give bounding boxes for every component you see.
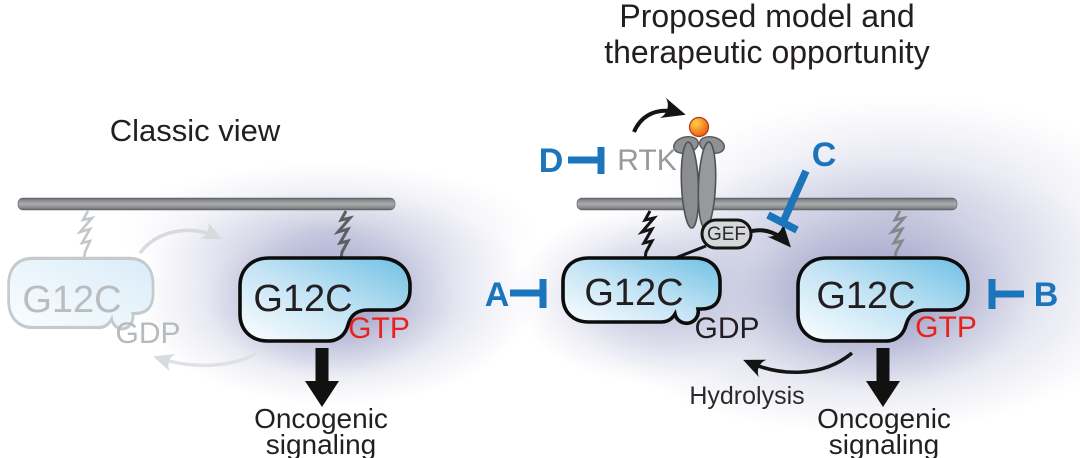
outcome-line2: signaling bbox=[266, 429, 377, 458]
hydrolysis-arrow bbox=[743, 351, 854, 378]
inhibitor-d-label: D bbox=[539, 142, 564, 180]
gtp-label: GTP bbox=[915, 311, 977, 344]
outcome-line1: Oncogenic bbox=[817, 403, 951, 434]
plasma-membrane-right bbox=[576, 197, 958, 211]
g12c-label-active: G12C bbox=[253, 278, 352, 320]
outcome-line1: Oncogenic bbox=[254, 403, 388, 434]
inhibitor-c-label: C bbox=[812, 136, 837, 174]
inhibitor-d: D bbox=[539, 142, 605, 180]
signaling-arrow-icon bbox=[305, 348, 339, 407]
rtk-receptor bbox=[673, 116, 725, 229]
g12c-label-inactive: G12C bbox=[584, 272, 683, 314]
outcome-line2: signaling bbox=[829, 429, 940, 458]
gtp-label: GTP bbox=[348, 312, 410, 345]
plasma-membrane-left bbox=[17, 197, 396, 211]
g12c-gdp-blob-faded bbox=[7, 256, 155, 331]
lipid-tether-icon bbox=[333, 210, 355, 260]
inhibitor-a: A bbox=[485, 276, 547, 314]
lipid-tether-icon bbox=[76, 210, 96, 260]
g12c-gtp-blob bbox=[796, 256, 970, 343]
hydrolysis-label: Hydrolysis bbox=[689, 382, 804, 410]
gdp-label: GDP bbox=[694, 312, 759, 345]
g12c-gtp-blob bbox=[238, 256, 412, 343]
nucleotide-exchange-arrow-top bbox=[138, 222, 223, 255]
gdp-label-faded: GDP bbox=[115, 317, 180, 350]
inhibitor-b-label: B bbox=[1034, 276, 1059, 314]
lipid-tether-icon bbox=[887, 210, 908, 260]
nucleotide-exchange-arrow-bottom bbox=[153, 347, 265, 372]
inhibitor-a-label: A bbox=[485, 276, 510, 314]
g12c-label-active: G12C bbox=[816, 275, 915, 317]
classic-panel: Classic view G12C GDP G12C GTP Oncogenic… bbox=[7, 113, 412, 458]
gef-activation-arrow bbox=[751, 222, 791, 248]
g12c-gdp-blob bbox=[561, 256, 722, 326]
gef-label: GEF bbox=[707, 224, 746, 245]
classic-title: Classic view bbox=[110, 113, 281, 148]
proposed-panel: Proposed model and therapeutic opportuni… bbox=[485, 0, 1059, 458]
proposed-title-line1: Proposed model and bbox=[619, 0, 914, 34]
inhibitor-b: B bbox=[988, 276, 1059, 314]
gef-node bbox=[700, 218, 753, 250]
inhibitor-c: C bbox=[766, 136, 837, 234]
g12c-label-faded: G12C bbox=[22, 279, 121, 321]
lipid-tether-icon bbox=[637, 210, 659, 260]
rtk-label: RTK bbox=[617, 144, 676, 177]
proposed-title-line2: therapeutic opportunity bbox=[604, 34, 930, 70]
growth-factor-ligand-icon bbox=[688, 116, 710, 138]
ligand-binding-arrow bbox=[632, 97, 686, 133]
signaling-arrow-icon bbox=[866, 348, 900, 407]
